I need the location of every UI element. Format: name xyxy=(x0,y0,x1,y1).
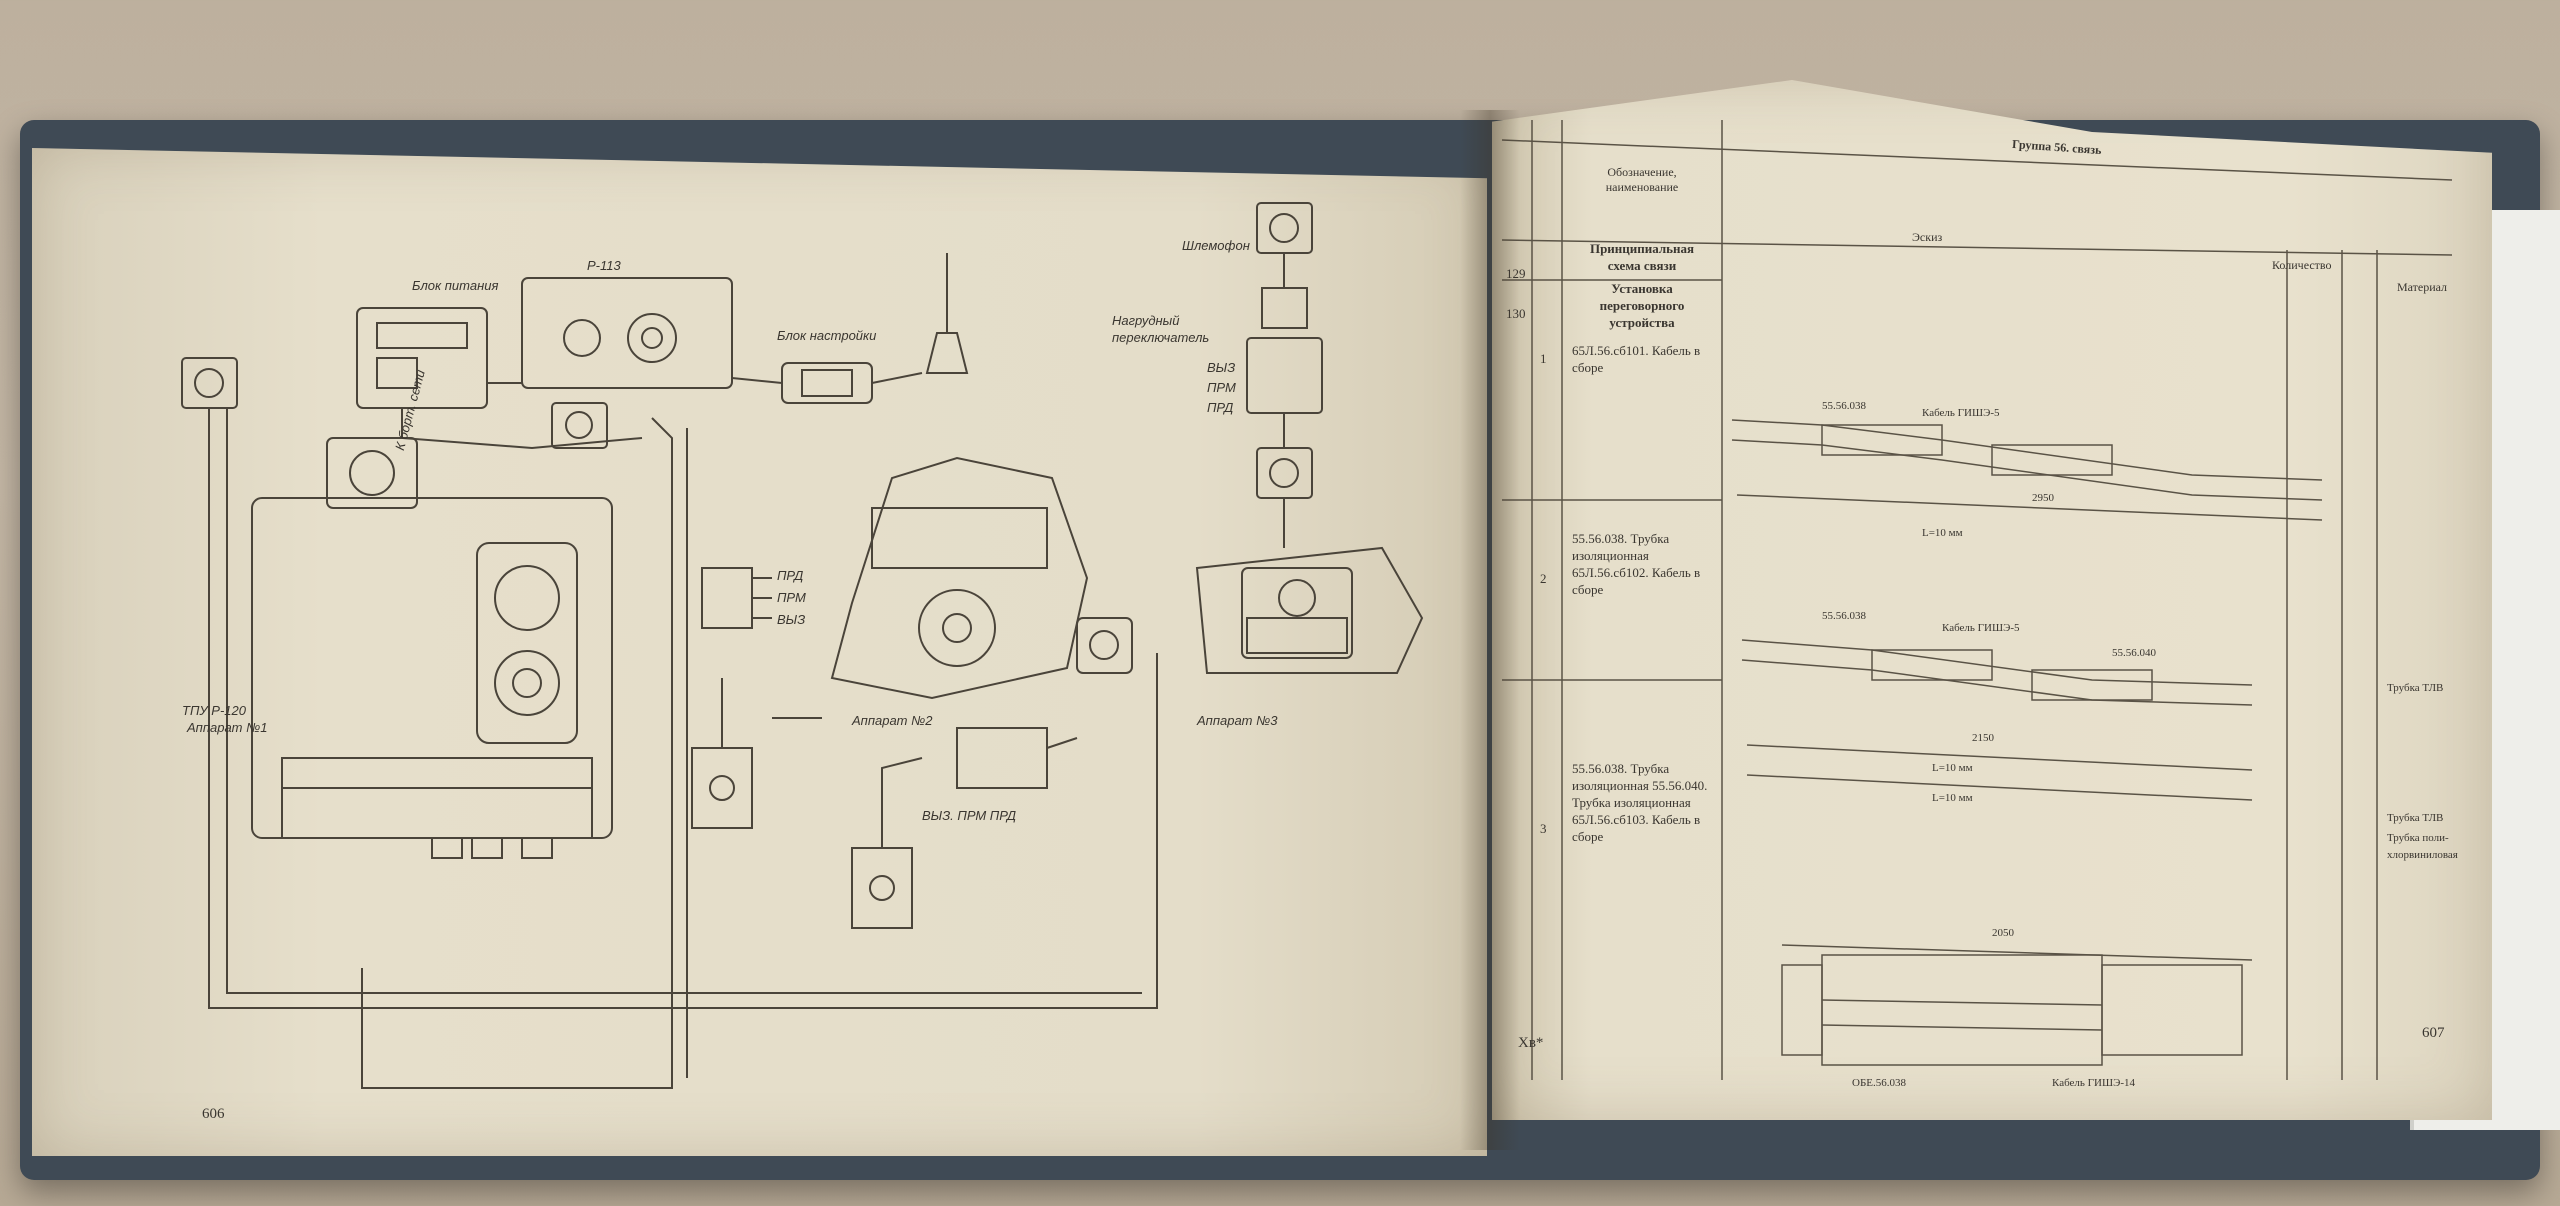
footer-mark: Хв* xyxy=(1518,1035,1544,1051)
drawing-2-code-2: 55.56.040 xyxy=(2112,647,2156,659)
book-spine-shadow xyxy=(1460,110,1520,1150)
label-power-unit: Блок питания xyxy=(412,278,499,293)
left-page: Блок питания Р-113 Блок настройки Шлемоф… xyxy=(32,148,1487,1156)
label-radio: Р-113 xyxy=(587,258,621,273)
drawing-1-cable: Кабель ГИШЭ-5 xyxy=(1922,407,2000,419)
label-tpu-2: Аппарат №1 xyxy=(187,720,268,735)
label-prm-2: ПРМ xyxy=(777,590,806,605)
header-sketch: Эскиз xyxy=(1912,230,1943,244)
header-material: Материал xyxy=(2396,280,2448,294)
drawing-3-dimension: 2050 xyxy=(1992,927,2014,939)
drawing-2-dimension: 2150 xyxy=(1972,732,1994,744)
title-scheme: Принципиальная схема связи xyxy=(1589,241,1695,273)
label-vyz-2: ВЫЗ xyxy=(777,612,806,627)
header-designation: Обозначение, наименование xyxy=(1605,165,1679,194)
label-chest-switch-1: Нагрудный xyxy=(1112,313,1180,328)
label-prd-2: ПРД xyxy=(777,568,804,583)
drawing-2-code: 55.56.038 xyxy=(1822,610,1866,622)
parts-table-grid xyxy=(1501,120,2453,1080)
right-page: Группа 56. связь Обозначение, наименован… xyxy=(1492,80,2492,1120)
drawing-3-cable: Кабель ГИШЭ-14 xyxy=(2052,1077,2135,1089)
title-install: Установка переговорного устройства xyxy=(1599,281,1685,330)
drawing-2-length-2: L=10 мм xyxy=(1932,792,1973,804)
drawing-3-code: ОБЕ.56.038 xyxy=(1852,1077,1906,1089)
drawing-2-length-1: L=10 мм xyxy=(1932,762,1973,774)
row-130: 130 xyxy=(1506,305,1526,322)
drawing-1-code: 55.56.038 xyxy=(1822,400,1866,412)
label-prm: ПРМ xyxy=(1207,380,1236,395)
left-page-number: 606 xyxy=(202,1106,225,1122)
drawing-2-cable: Кабель ГИШЭ-5 xyxy=(1942,622,2020,634)
item-2-text: 55.56.038. Трубка изоляционная 65Л.56.сб… xyxy=(1572,531,1701,597)
label-apparatus-2: Аппарат №2 xyxy=(852,713,933,728)
label-headset: Шлемофон xyxy=(1182,238,1250,253)
label-tpu-1: ТПУ Р-120 xyxy=(182,703,246,718)
drawing-1-dimension: 2950 xyxy=(2032,492,2054,504)
label-prd: ПРД xyxy=(1207,400,1234,415)
item-3-number: 3 xyxy=(1540,821,1547,836)
row-129: 129 xyxy=(1506,265,1526,282)
item-2-number: 2 xyxy=(1540,571,1547,586)
communication-schematic-diagram xyxy=(181,202,1424,1089)
label-chest-switch-2: переключатель xyxy=(1112,330,1210,345)
item-1-number: 1 xyxy=(1540,351,1547,366)
label-bottom-switch: ВЫЗ. ПРМ ПРД xyxy=(922,808,1017,823)
right-page-number: 607 xyxy=(2422,1025,2445,1041)
material-tube-1: Трубка ТЛВ xyxy=(2387,682,2444,694)
item-1-text: 65Л.56.сб101. Кабель в сборе xyxy=(1572,343,1701,375)
label-apparatus-3: Аппарат №3 xyxy=(1197,713,1278,728)
label-vyz: ВЫЗ xyxy=(1207,360,1236,375)
item-3-text: 55.56.038. Трубка изоляционная 55.56.040… xyxy=(1572,761,1708,844)
header-quantity: Количество xyxy=(2272,258,2332,272)
material-tube-2: Трубка ТЛВ xyxy=(2387,812,2444,824)
material-tube-3: Трубка поли-хлорвиниловая xyxy=(2387,832,2458,861)
label-tuning-unit: Блок настройки xyxy=(777,328,877,343)
drawing-1-length: L=10 мм xyxy=(1922,527,1963,539)
